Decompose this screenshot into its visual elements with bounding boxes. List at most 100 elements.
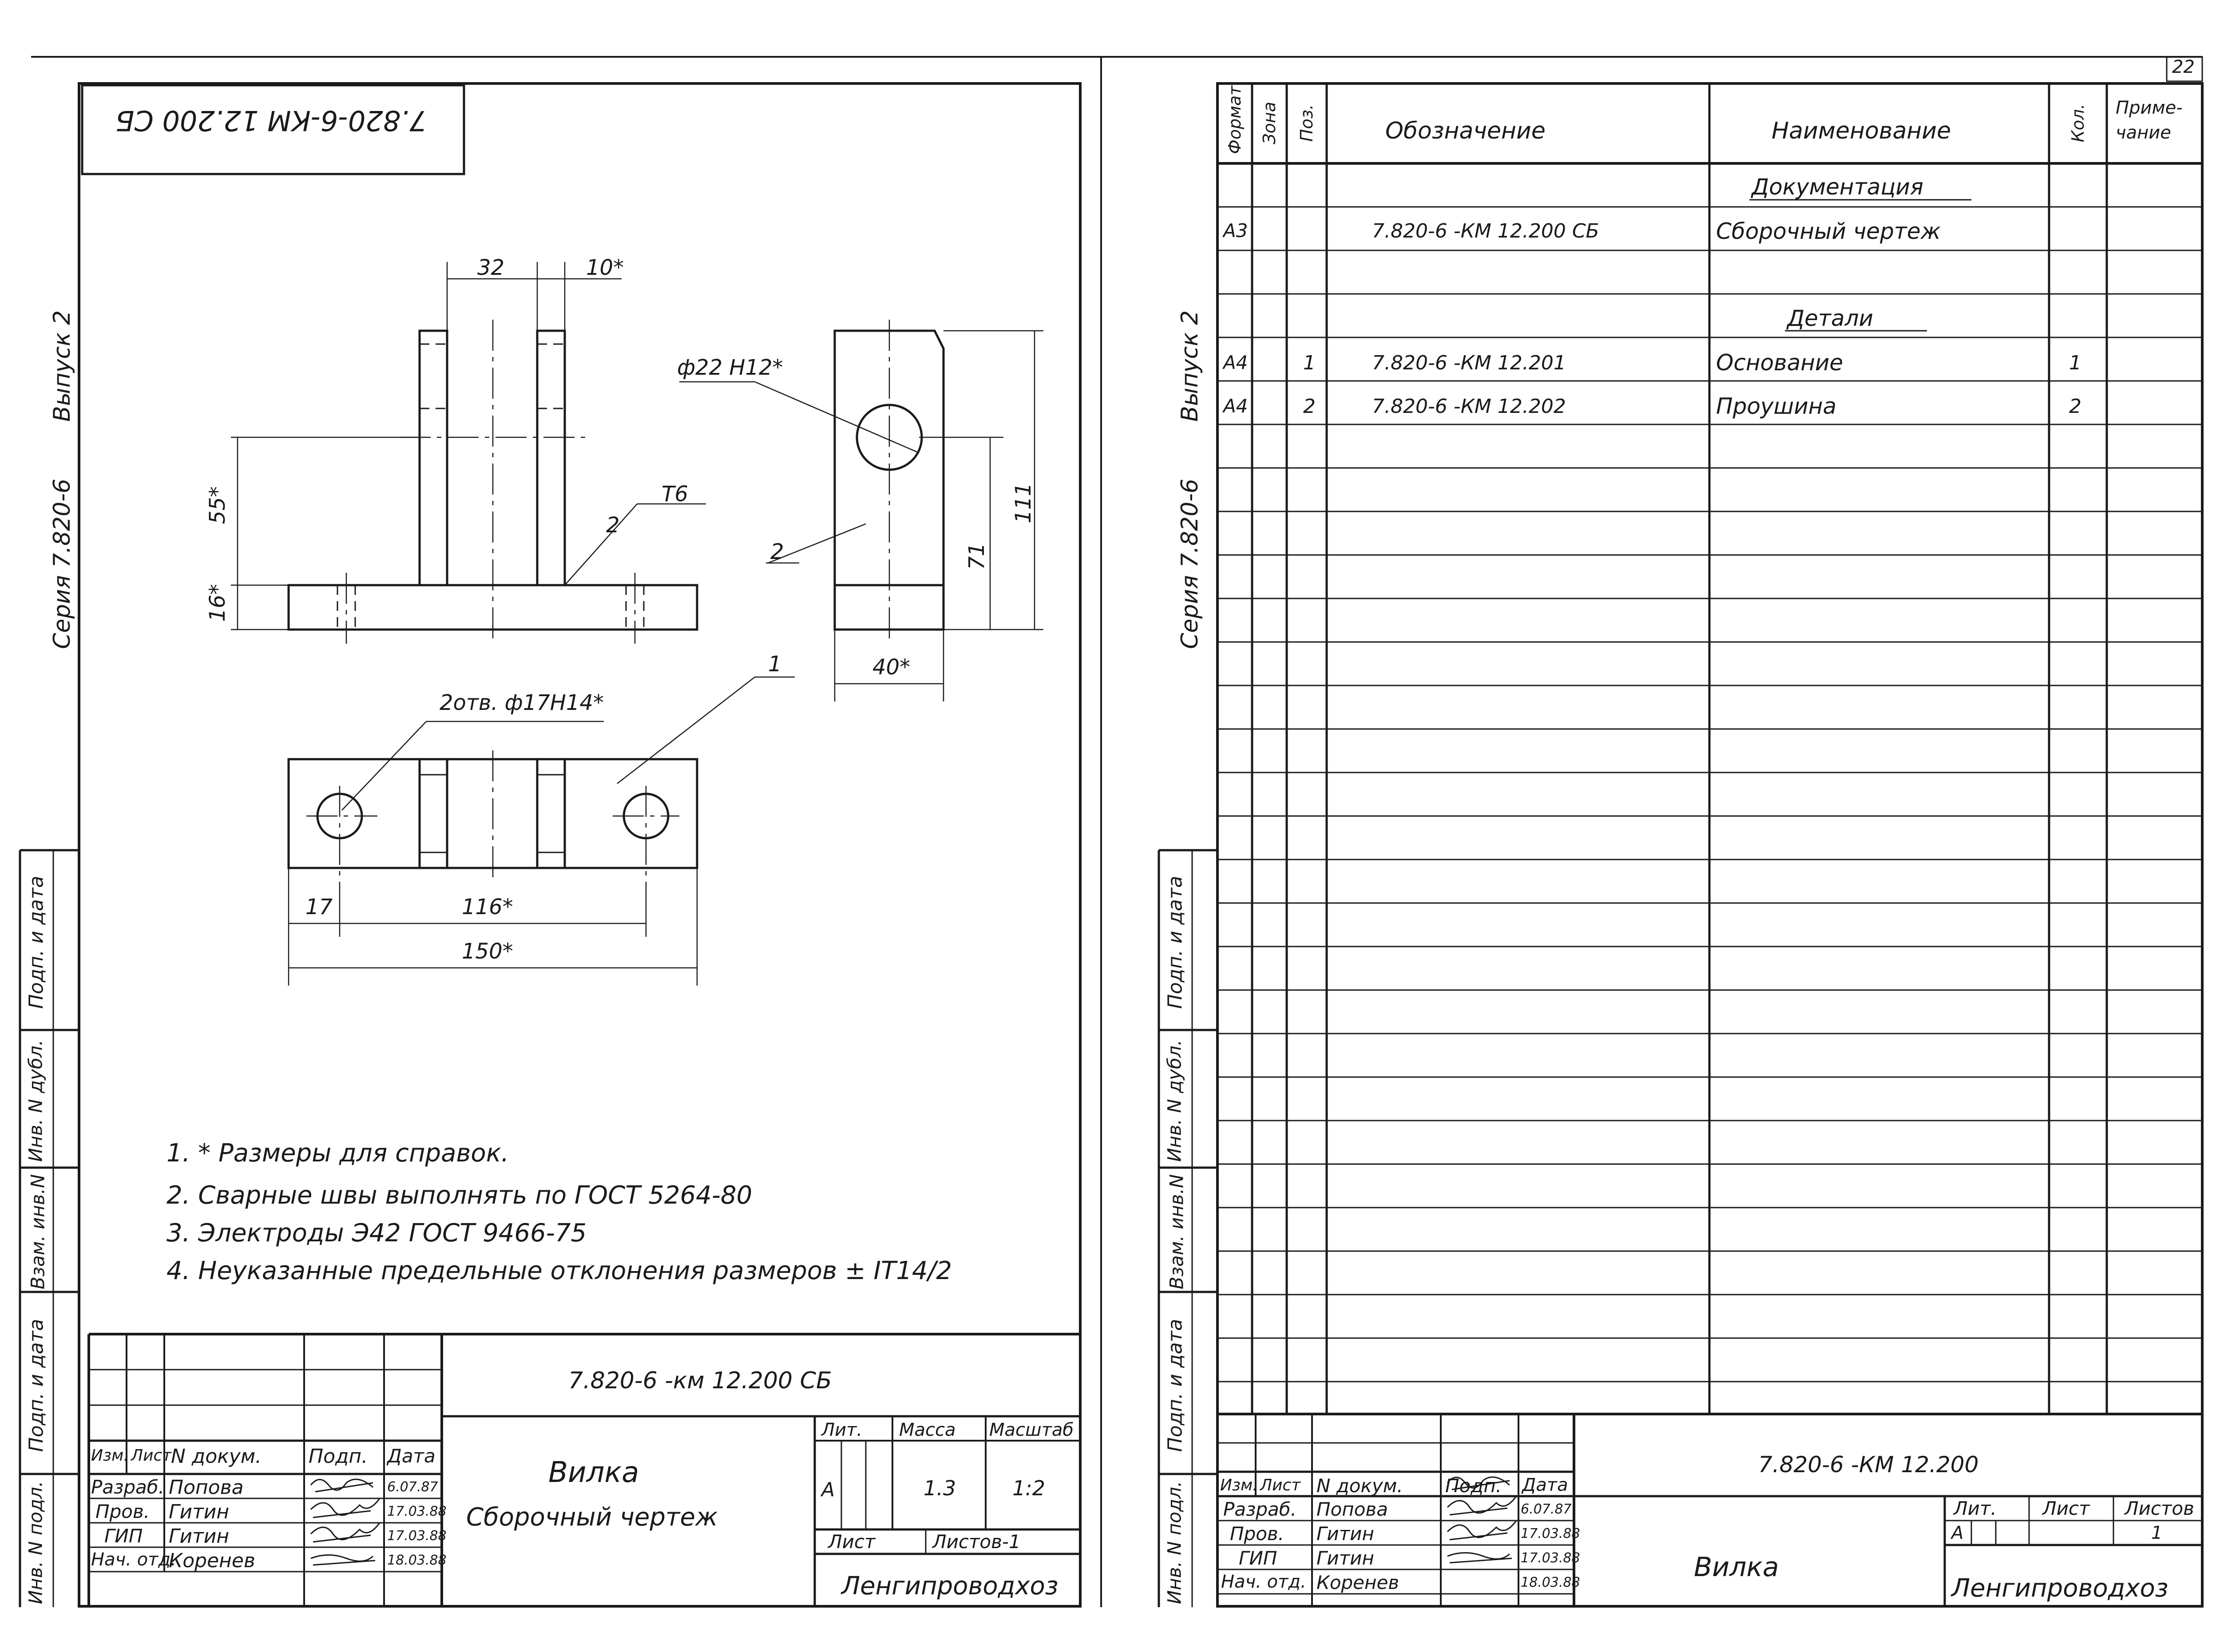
section-documentation: Документация bbox=[1752, 174, 1923, 200]
tb-sheet-label: Лист bbox=[828, 1531, 876, 1553]
spec-tb-date-4: 18.03.88 bbox=[1521, 1575, 1580, 1590]
dim-150: 150* bbox=[462, 939, 513, 964]
tb-col-data: Дата bbox=[387, 1445, 436, 1467]
spec-row-2-pos: 1 bbox=[1303, 352, 1316, 374]
note-1: 1. * Размеры для справок. bbox=[166, 1139, 509, 1168]
issue-label-right: Выпуск 2 bbox=[1177, 310, 1203, 422]
note-4: 4. Неуказанные предельные отклонения раз… bbox=[166, 1256, 952, 1285]
tb-col-ndoc: N докум. bbox=[171, 1445, 262, 1468]
spec-header-format: Формат bbox=[1225, 85, 1245, 154]
tb-name-3: Гитин bbox=[169, 1525, 230, 1548]
dim-111: 111 bbox=[1011, 483, 1036, 523]
spec-tb-title: Вилка bbox=[1694, 1552, 1779, 1583]
spec-row-1-designation: 7.820-6 -КМ 12.200 СБ bbox=[1372, 220, 1599, 242]
dim-116: 116* bbox=[462, 895, 513, 919]
spec-row-2-qty: 1 bbox=[2069, 352, 2081, 374]
spec-row-3-format: А4 bbox=[1223, 395, 1248, 417]
binding-label-1: Подп. и дата bbox=[25, 876, 48, 1009]
tb-date-2: 17.03.88 bbox=[387, 1504, 447, 1519]
section-parts: Детали bbox=[1787, 305, 1874, 331]
binding-label-r1: Подп. и дата bbox=[1164, 876, 1187, 1009]
tb-date-3: 17.03.88 bbox=[387, 1528, 447, 1544]
spec-row-3-designation: 7.820-6 -КМ 12.202 bbox=[1372, 395, 1566, 418]
spec-tb-lit-value: А bbox=[1951, 1523, 1964, 1543]
tb-name-1: Попова bbox=[169, 1476, 244, 1499]
pos-2-front: 2 bbox=[606, 513, 620, 538]
spec-tb-org: Ленгипроводхоз bbox=[1951, 1574, 2168, 1603]
tb-col-izm: Изм. bbox=[91, 1446, 129, 1465]
spec-row-2-designation: 7.820-6 -КМ 12.201 bbox=[1372, 352, 1566, 374]
pos-1: 1 bbox=[768, 652, 782, 677]
spec-tb-sheet-label: Лист bbox=[2042, 1497, 2090, 1519]
spec-tb-role-2: Пров. bbox=[1230, 1523, 1284, 1545]
issue-label: Выпуск 2 bbox=[49, 310, 75, 422]
spec-tb-date-3: 17.03.88 bbox=[1521, 1550, 1580, 1566]
spec-row-3-qty: 2 bbox=[2069, 395, 2081, 418]
page-number: 22 bbox=[2172, 57, 2195, 77]
tb-lit-label: Лит. bbox=[821, 1420, 863, 1440]
tb-role-2: Пров. bbox=[95, 1501, 150, 1522]
tb-col-podp: Подп. bbox=[309, 1445, 368, 1468]
title-block-code: 7.820-6 -км 12.200 СБ bbox=[568, 1367, 832, 1394]
spec-tb-col-list: Лист bbox=[1260, 1476, 1301, 1494]
spec-tb-code: 7.820-6 -КМ 12.200 bbox=[1758, 1452, 1979, 1478]
spec-row-3-pos: 2 bbox=[1303, 395, 1316, 418]
tb-sheets-label: Листов-1 bbox=[932, 1531, 1021, 1553]
tb-date-4: 18.03.88 bbox=[387, 1553, 447, 1568]
spec-row-2-format: А4 bbox=[1223, 352, 1248, 373]
tb-mass-label: Масса bbox=[899, 1420, 956, 1440]
spec-tb-col-podp: Подп. bbox=[1445, 1475, 1502, 1497]
spec-tb-sheets-value: 1 bbox=[2151, 1523, 2163, 1543]
tb-mass-value: 1.3 bbox=[924, 1476, 956, 1500]
dim-40: 40* bbox=[872, 655, 911, 680]
spec-row-1-name: Сборочный чертеж bbox=[1716, 218, 1941, 244]
tb-col-list: Лист bbox=[131, 1446, 172, 1465]
spec-tb-date-2: 17.03.88 bbox=[1521, 1526, 1580, 1541]
tb-org: Ленгипроводхоз bbox=[841, 1572, 1058, 1600]
rotated-doc-code: 7.820-6-КМ 12.200 СБ bbox=[115, 104, 427, 137]
dim-32: 32 bbox=[477, 255, 505, 280]
binding-label-r2: Инв. N дубл. bbox=[1163, 1039, 1185, 1162]
tb-name-4: Коренев bbox=[169, 1549, 255, 1572]
spec-tb-role-4: Нач. отд. bbox=[1221, 1572, 1306, 1592]
spec-tb-col-data: Дата bbox=[1522, 1475, 1568, 1495]
binding-label-2: Инв. N дубл. bbox=[24, 1039, 47, 1162]
hole-22-label: ф22 H12* bbox=[677, 355, 783, 380]
note-2: 2. Сварные швы выполнять по ГОСТ 5264-80 bbox=[166, 1181, 753, 1210]
tb-scale-label: Масштаб bbox=[989, 1420, 1074, 1440]
spec-tb-role-3: ГИП bbox=[1239, 1547, 1277, 1569]
spec-row-2-name: Основание bbox=[1716, 350, 1843, 376]
spec-header-zone: Зона bbox=[1260, 102, 1279, 144]
spec-tb-role-1: Разраб. bbox=[1223, 1498, 1297, 1520]
binding-label-r4: Подп. и дата bbox=[1164, 1319, 1187, 1452]
tb-role-4: Нач. отд. bbox=[91, 1549, 176, 1570]
tb-scale-value: 1:2 bbox=[1012, 1476, 1046, 1500]
binding-label-3: Взам. инв.N bbox=[27, 1174, 49, 1290]
tb-name-2: Гитин bbox=[169, 1501, 230, 1523]
binding-label-4: Подп. и дата bbox=[25, 1319, 48, 1452]
dim-16: 16* bbox=[205, 584, 230, 622]
series-label-right: Серия 7.820-6 bbox=[1177, 479, 1203, 649]
spec-row-1-format: А3 bbox=[1223, 220, 1248, 242]
holes-17-label: 2отв. ф17H14* bbox=[440, 690, 604, 715]
tb-title-1: Вилка bbox=[548, 1456, 639, 1489]
binding-label-5: Инв. N подл. bbox=[24, 1481, 47, 1604]
tb-role-3: ГИП bbox=[104, 1525, 143, 1547]
spec-tb-name-1: Попова bbox=[1316, 1498, 1388, 1520]
dim-71: 71 bbox=[964, 543, 989, 570]
pos-2-side: 2 bbox=[770, 539, 784, 564]
spec-tb-col-izm: Изм. bbox=[1220, 1476, 1258, 1494]
spec-tb-date-1: 6.07.87 bbox=[1521, 1501, 1572, 1517]
spec-tb-col-ndoc: N докум. bbox=[1316, 1475, 1403, 1497]
note-3: 3. Электроды Э42 ГОСТ 9466-75 bbox=[166, 1219, 587, 1248]
spec-header-designation: Обозначение bbox=[1385, 118, 1546, 144]
spec-header-name: Наименование bbox=[1772, 118, 1951, 144]
spec-header-note: Приме-чание bbox=[2116, 98, 2183, 143]
dim-17: 17 bbox=[305, 895, 333, 919]
spec-tb-name-2: Гитин bbox=[1316, 1523, 1374, 1545]
binding-label-r3: Взам. инв.N bbox=[1166, 1174, 1188, 1290]
spec-header-pos: Поз. bbox=[1297, 104, 1316, 142]
spec-row-3-name: Проушина bbox=[1716, 393, 1837, 419]
weld-label: T6 bbox=[662, 482, 688, 507]
binding-label-r5: Инв. N подл. bbox=[1163, 1481, 1185, 1604]
